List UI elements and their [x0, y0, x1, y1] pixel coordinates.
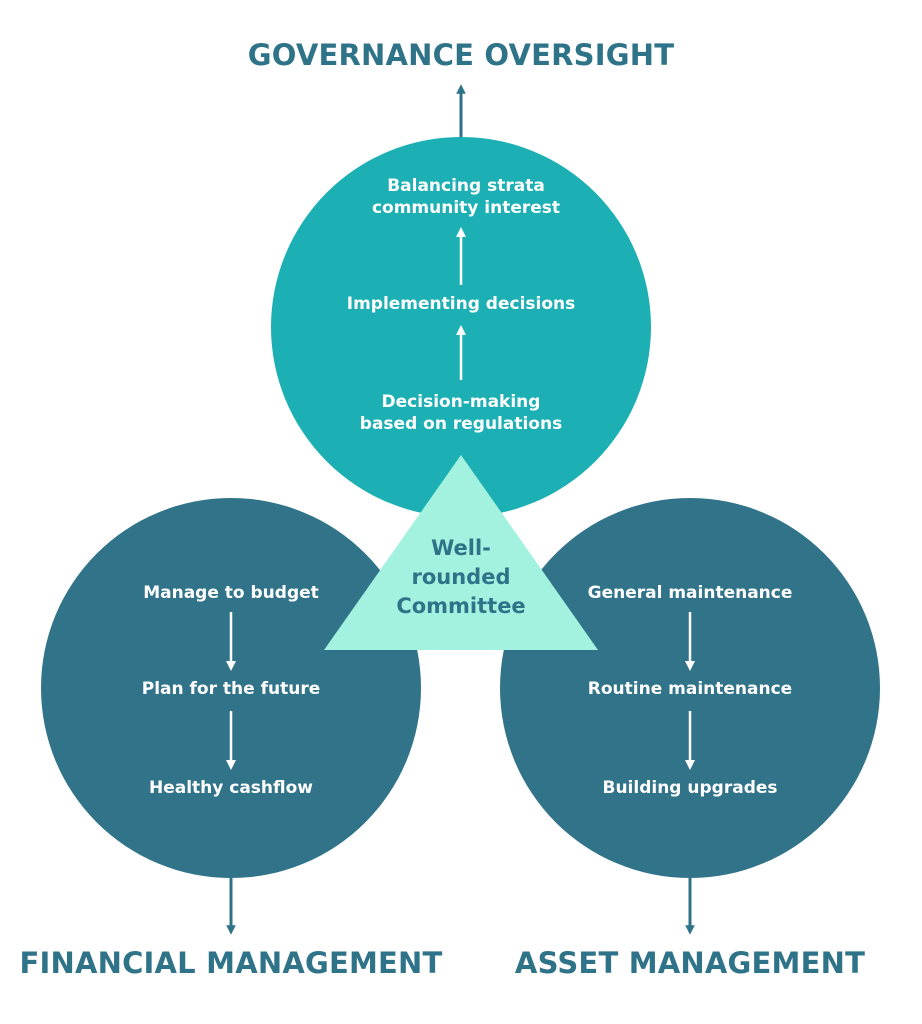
financial-heading: FINANCIAL MANAGEMENT: [19, 946, 443, 980]
financial-step-3: Healthy cashflow: [148, 778, 314, 798]
asset-heading: ASSET MANAGEMENT: [514, 946, 866, 980]
asset-circle: [500, 498, 880, 878]
committee-label: Well- rounded Committee: [396, 536, 526, 618]
governance-step-2: Implementing decisions: [346, 294, 576, 314]
governance-step-3: Balancing strata community interest: [371, 176, 561, 218]
asset-step-2: Routine maintenance: [587, 679, 793, 699]
governance-step-1: Decision-making based on regulations: [359, 392, 563, 434]
financial-step-2: Plan for the future: [141, 679, 321, 699]
asset-step-1: General maintenance: [587, 583, 793, 603]
financial-step-1: Manage to budget: [143, 583, 319, 603]
financial-circle: [41, 498, 421, 878]
governance-heading: GOVERNANCE OVERSIGHT: [247, 38, 675, 72]
committee-triangle: [324, 455, 598, 650]
asset-step-3: Building upgrades: [602, 778, 778, 798]
